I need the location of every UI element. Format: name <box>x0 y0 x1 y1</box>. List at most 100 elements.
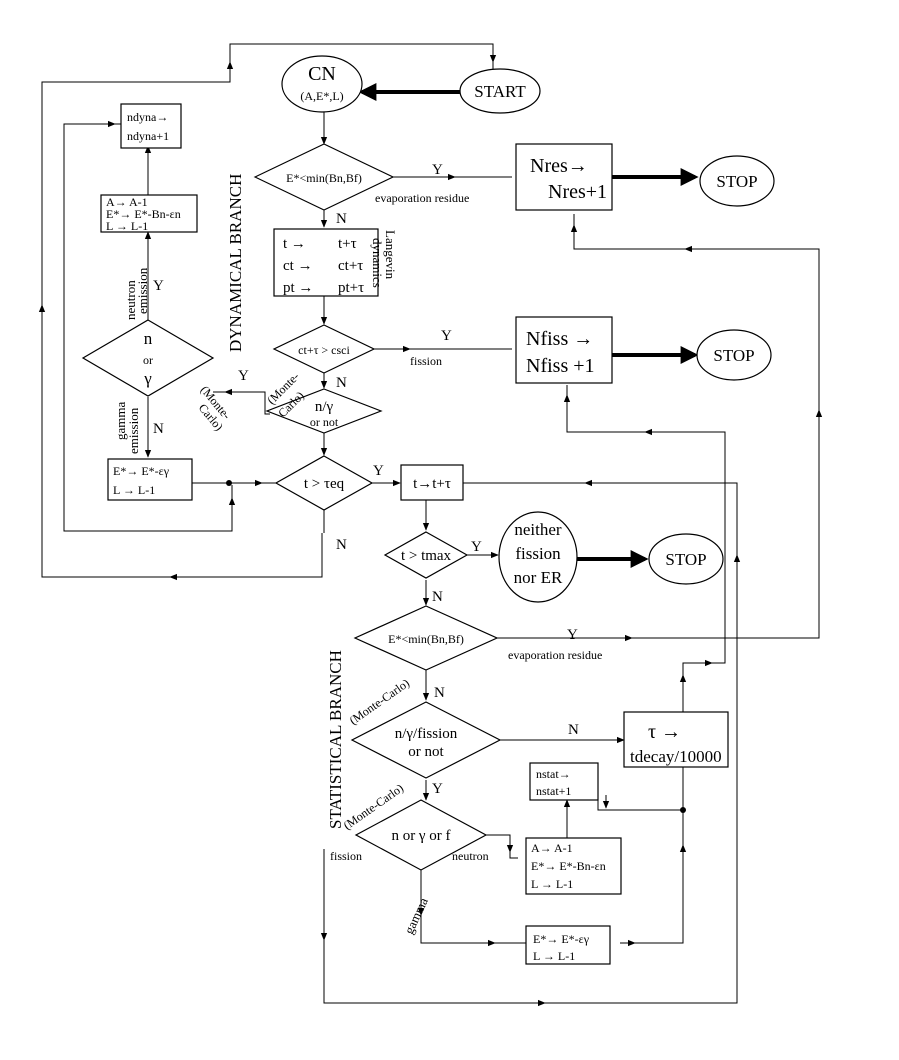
evap-residue-label-2: evaporation residue <box>508 648 602 662</box>
langevin-box: t → t+τ ct → ct+τ pt → pt+τ <box>273 228 379 297</box>
dyn-gamma-line2: L → L-1 <box>113 483 155 497</box>
no-label-7: N <box>153 421 164 437</box>
decision-stat-energy: E*<min(Bn,Bf) <box>353 605 499 671</box>
n-stat-line1: nstat→ <box>536 767 571 781</box>
n-gamma-line2: or not <box>310 415 339 429</box>
n-res-line2: Nres+1 <box>548 181 607 203</box>
yes-label-4: Y <box>373 463 384 479</box>
no-label-5: N <box>434 685 445 701</box>
cn-label: CN <box>308 63 336 85</box>
t-step-box: t→t+τ <box>400 464 464 501</box>
dyn-neutron-line2: E*→ E*-Bn-εn <box>106 207 181 221</box>
lang-c-left: ct → <box>283 258 313 274</box>
no-label-6: N <box>568 722 579 738</box>
yes-label-3: Y <box>238 368 249 384</box>
n-gamma-line1: n/γ <box>315 399 334 415</box>
decision-t-max: t > tmax <box>383 531 469 579</box>
branch-titles: DYNAMICAL BRANCH STATISTICAL BRANCH <box>226 174 345 829</box>
junction-dots <box>226 480 686 813</box>
tau-box: τ → tdecay/10000 <box>623 711 729 768</box>
dyn-neutron-line1: A→ A-1 <box>106 195 148 209</box>
no-label-2: N <box>336 375 347 391</box>
cn-sub-label: (A,E*,L) <box>300 89 343 103</box>
no-label-1: N <box>336 211 347 227</box>
decision-dyn-n-gamma: n or γ <box>81 319 215 397</box>
neutron-emission-label-1: neutron <box>123 280 138 320</box>
decision-n-gamma-fission: n/γ/fission or not <box>350 701 502 779</box>
n-gamma-fission-line1: n/γ/fission <box>395 726 458 742</box>
n-dyna-line2: ndyna+1 <box>127 129 169 143</box>
stop-label-1: STOP <box>716 172 757 191</box>
evap-residue-label-1: evaporation residue <box>375 191 469 205</box>
stop-node-2: STOP <box>696 329 772 381</box>
connector-lines <box>38 43 823 1007</box>
decision-n-gamma-or-not: n/γ or not <box>265 388 383 434</box>
neither-line3: nor ER <box>514 568 563 587</box>
n-stat-box: nstat→ nstat+1 <box>529 762 599 801</box>
stop-label-3: STOP <box>665 550 706 569</box>
stat-neutron-line1: A→ A-1 <box>531 841 573 855</box>
yes-label-7: Y <box>432 781 443 797</box>
no-label-3: N <box>336 537 347 553</box>
yes-label-5: Y <box>471 539 482 555</box>
n-gamma-fission-line2: or not <box>408 744 444 760</box>
neutron-emission-label-2: emission <box>135 267 150 314</box>
t-step-label: t→t+τ <box>413 476 451 492</box>
decision-dyn-energy: E*<min(Bn,Bf) <box>253 143 395 211</box>
gamma-label: gamma <box>401 895 431 936</box>
start-node: START <box>459 68 541 114</box>
yes-label-1: Y <box>432 162 443 178</box>
lang-t-right: t+τ <box>338 236 357 252</box>
stat-neutron-box: A→ A-1 E*→ E*-Bn-εn L → L-1 <box>525 837 622 895</box>
langevin-label-1: Langevin <box>383 230 398 280</box>
decision-n-gamma-f: n or γ or f <box>354 799 488 871</box>
dyn-n-gamma-line1: n <box>144 329 153 348</box>
gamma-emission-label-2: emission <box>126 407 141 454</box>
n-res-line1: Nres→ <box>530 155 588 177</box>
n-fiss-line2: Nfiss +1 <box>526 355 595 377</box>
yes-label-2: Y <box>441 328 452 344</box>
decision-n-gamma-f-label: n or γ or f <box>391 828 450 844</box>
yes-label-6: Y <box>567 627 578 643</box>
neutron-label: neutron <box>452 849 489 863</box>
no-label-4: N <box>432 589 443 605</box>
stat-neutron-line3: L → L-1 <box>531 877 573 891</box>
stop-node-3: STOP <box>648 533 724 585</box>
dyn-gamma-box: E*→ E*-εγ L → L-1 <box>107 458 193 501</box>
dyn-gamma-line1: E*→ E*-εγ <box>113 464 170 478</box>
lang-t-left: t → <box>283 236 306 252</box>
n-stat-line2: nstat+1 <box>536 784 571 798</box>
langevin-label-2: dynamics <box>370 238 385 288</box>
fission-label-1: fission <box>410 354 442 368</box>
stop-label-2: STOP <box>713 346 754 365</box>
decision-t-eq: t > τeq <box>274 455 374 511</box>
neither-node: neither fission nor ER <box>498 511 578 603</box>
dyn-n-gamma-line3: γ <box>143 369 152 388</box>
decision-csci-label: ct+τ > csci <box>298 343 350 357</box>
n-dyna-box: ndyna→ ndyna+1 <box>120 103 182 149</box>
thick-arrows <box>358 83 699 568</box>
lang-p-right: pt+τ <box>338 280 364 296</box>
dynamical-branch-label: DYNAMICAL BRANCH <box>226 174 245 352</box>
lang-p-left: pt → <box>283 280 313 296</box>
lang-c-right: ct+τ <box>338 258 363 274</box>
decision-dyn-energy-label: E*<min(Bn,Bf) <box>286 171 362 185</box>
stat-gamma-line2: L → L-1 <box>533 949 575 963</box>
neither-line2: fission <box>515 544 561 563</box>
decision-t-eq-label: t > τeq <box>304 476 345 492</box>
start-label: START <box>474 82 526 101</box>
dyn-neutron-box: A→ A-1 E*→ E*-Bn-εn L → L-1 <box>100 194 198 233</box>
n-fiss-line1: Nfiss → <box>526 328 593 350</box>
n-fiss-box: Nfiss → Nfiss +1 <box>515 316 613 384</box>
neither-line1: neither <box>514 520 562 539</box>
decision-stat-energy-label: E*<min(Bn,Bf) <box>388 632 464 646</box>
cn-node: CN (A,E*,L) <box>281 55 363 113</box>
stat-neutron-line2: E*→ E*-Bn-εn <box>531 859 606 873</box>
decision-csci: ct+τ > csci <box>272 324 376 374</box>
dyn-n-gamma-line2: or <box>143 353 153 367</box>
dyn-neutron-line3: L → L-1 <box>106 219 148 233</box>
n-res-box: Nres→ Nres+1 <box>515 143 613 211</box>
stat-gamma-line1: E*→ E*-εγ <box>533 932 590 946</box>
n-dyna-line1: ndyna→ <box>127 110 168 124</box>
